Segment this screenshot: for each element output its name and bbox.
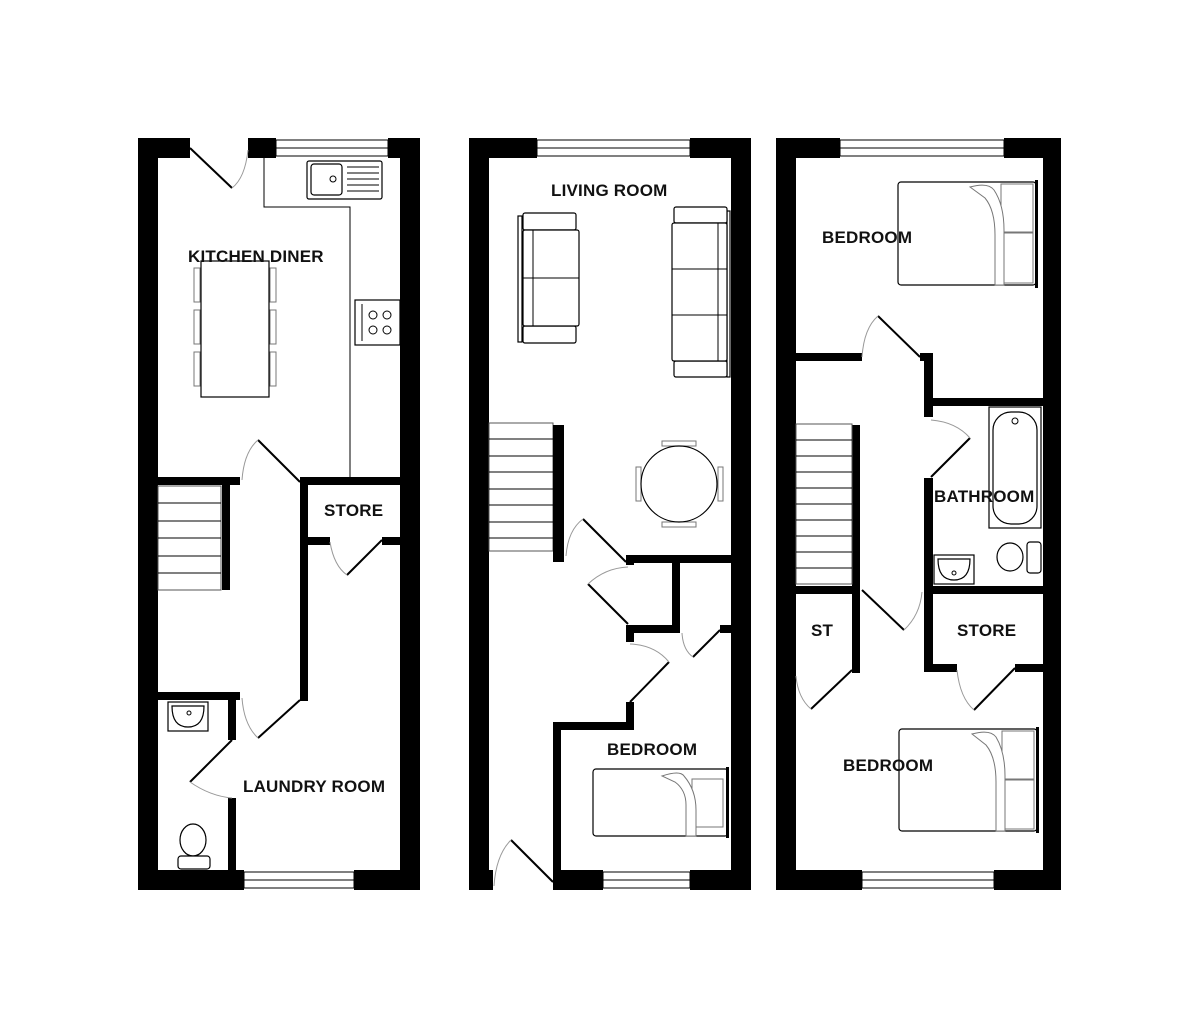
bed-icon — [898, 727, 1039, 833]
bath-icon — [988, 406, 1042, 529]
door-icon — [861, 315, 921, 358]
room-label-store: STORE — [324, 501, 384, 520]
door-icon — [329, 539, 383, 576]
room-label-bedroom-bottom: BEDROOM — [843, 756, 934, 775]
room-label-bedroom-top: BEDROOM — [822, 228, 913, 247]
window-icon — [536, 139, 691, 157]
door-icon — [956, 667, 1016, 711]
basin-icon — [167, 701, 209, 732]
sofa-icon — [517, 212, 580, 344]
room-label-st: ST — [811, 621, 834, 640]
stairs-icon — [795, 423, 853, 585]
room-label-store-upper: STORE — [957, 621, 1017, 640]
door-icon — [861, 589, 923, 631]
sink-icon — [306, 160, 383, 200]
door-icon — [241, 439, 301, 483]
room-label-laundry-room: LAUNDRY ROOM — [243, 777, 386, 796]
door-icon — [629, 643, 670, 703]
door-icon — [565, 518, 627, 563]
door-icon — [795, 669, 853, 710]
window-icon — [243, 871, 355, 889]
door-icon — [493, 839, 554, 887]
bed-icon — [592, 767, 729, 838]
ground-floor-plan — [138, 138, 420, 890]
door-icon — [189, 739, 233, 799]
room-label-bedroom: BEDROOM — [607, 740, 698, 759]
hob-icon — [354, 299, 401, 346]
second-floor-plan — [776, 138, 1061, 890]
window-icon — [602, 871, 691, 889]
window-icon — [861, 871, 995, 889]
dining-table-icon — [193, 260, 277, 398]
basin-icon — [933, 554, 975, 585]
stairs-icon — [157, 485, 222, 591]
room-label-living-room: LIVING ROOM — [551, 181, 668, 200]
bed-icon — [897, 180, 1038, 288]
door-icon — [189, 147, 249, 189]
window-icon — [839, 139, 1005, 157]
room-label-kitchen-diner: KITCHEN DINER — [188, 247, 324, 266]
room-label-bathroom: BATHROOM — [934, 487, 1035, 506]
toilet-icon — [177, 823, 211, 870]
sofa-icon — [671, 206, 731, 378]
toilet-icon — [996, 541, 1042, 574]
door-icon — [930, 419, 971, 478]
door-icon — [681, 629, 721, 658]
first-floor-plan — [469, 138, 751, 890]
round-table-icon — [635, 440, 724, 528]
door-icon — [241, 697, 301, 739]
window-icon — [275, 139, 389, 157]
stairs-icon — [488, 422, 554, 552]
door-icon — [587, 566, 629, 625]
